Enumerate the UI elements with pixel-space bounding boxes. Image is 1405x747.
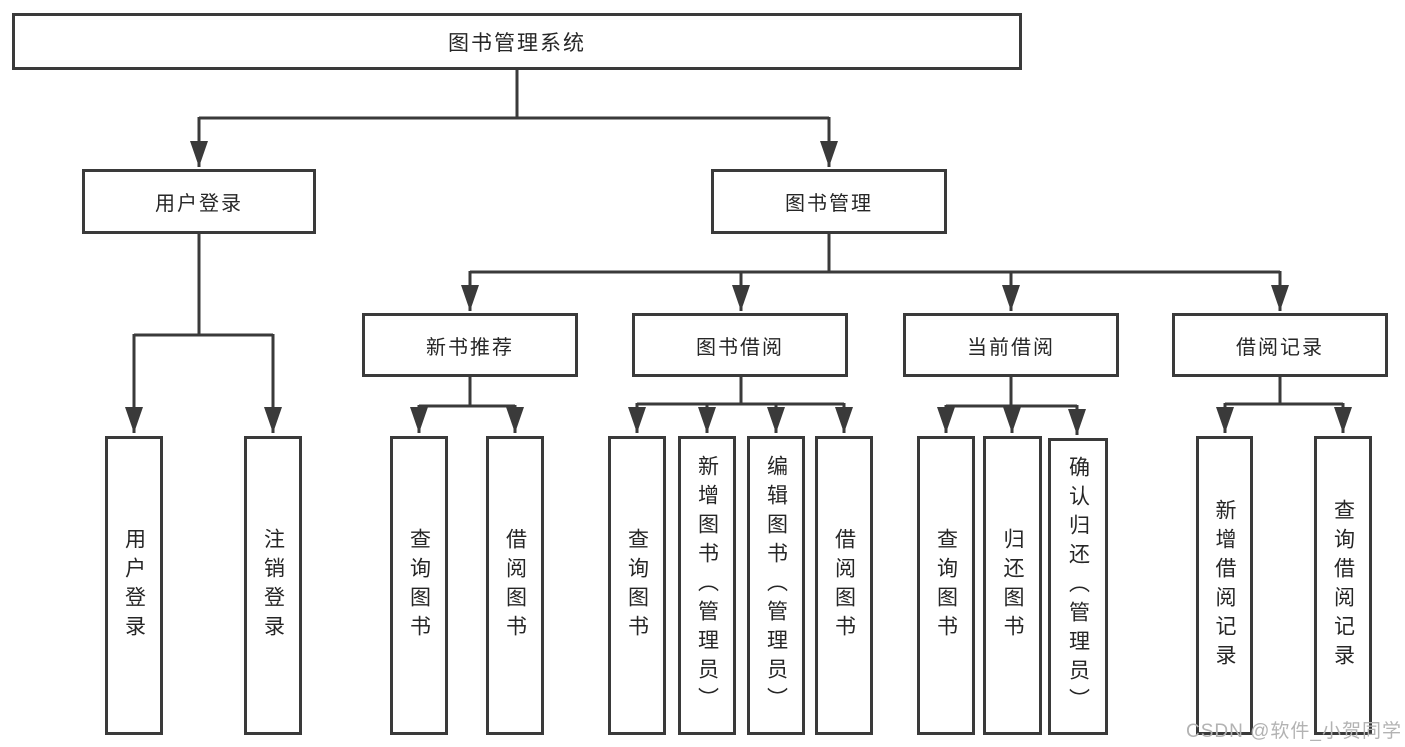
node-book-borrow-label: 图书借阅 — [696, 336, 784, 359]
leaf-edit-books-admin: 编辑图书（管理员） — [747, 436, 805, 735]
node-library-system: 图书管理系统 — [12, 13, 1022, 70]
leaf-borrow-books-2-label: 借阅图书 — [832, 527, 856, 644]
leaf-query-books-2-label: 查询图书 — [625, 527, 649, 644]
leaf-query-borrow-record: 查询借阅记录 — [1314, 436, 1372, 735]
node-new-book-recommend-label: 新书推荐 — [426, 336, 514, 359]
node-book-borrow: 图书借阅 — [632, 313, 848, 377]
node-user-login-label: 用户登录 — [155, 193, 243, 215]
node-user-login: 用户登录 — [82, 169, 316, 234]
leaf-query-books-3-label: 查询图书 — [934, 527, 958, 644]
leaf-query-books-1: 查询图书 — [390, 436, 448, 735]
leaf-return-books-label: 归还图书 — [1001, 527, 1024, 644]
leaf-return-books: 归还图书 — [983, 436, 1042, 735]
node-book-management: 图书管理 — [711, 169, 947, 234]
leaf-add-borrow-record: 新增借阅记录 — [1196, 436, 1253, 735]
csdn-watermark: CSDN @软件_小贺同学 — [1186, 721, 1402, 742]
node-current-borrow: 当前借阅 — [903, 313, 1119, 377]
leaf-confirm-return-admin: 确认归还（管理员） — [1048, 438, 1108, 735]
leaf-logout-login: 注销登录 — [244, 436, 302, 735]
leaf-edit-books-admin-label: 编辑图书（管理员） — [764, 455, 788, 716]
node-new-book-recommend: 新书推荐 — [362, 313, 578, 377]
leaf-add-borrow-record-label: 新增借阅记录 — [1213, 498, 1236, 673]
leaf-logout-login-label: 注销登录 — [261, 527, 285, 644]
leaf-query-books-1-label: 查询图书 — [407, 527, 431, 644]
leaf-user-login: 用户登录 — [105, 436, 163, 735]
leaf-query-books-2: 查询图书 — [608, 436, 666, 735]
node-book-management-label: 图书管理 — [785, 193, 873, 215]
leaf-user-login-label: 用户登录 — [122, 527, 146, 644]
leaf-confirm-return-admin-label: 确认归还（管理员） — [1066, 456, 1090, 717]
leaf-query-borrow-record-label: 查询借阅记录 — [1331, 498, 1355, 673]
leaf-borrow-books-1-label: 借阅图书 — [503, 527, 527, 644]
leaf-add-books-admin: 新增图书（管理员） — [678, 436, 736, 735]
leaf-borrow-books-1: 借阅图书 — [486, 436, 544, 735]
leaf-borrow-books-2: 借阅图书 — [815, 436, 873, 735]
node-borrow-record: 借阅记录 — [1172, 313, 1388, 377]
node-borrow-record-label: 借阅记录 — [1236, 336, 1324, 359]
node-library-system-label: 图书管理系统 — [448, 31, 586, 55]
leaf-query-books-3: 查询图书 — [917, 436, 975, 735]
leaf-add-books-admin-label: 新增图书（管理员） — [695, 455, 719, 716]
node-current-borrow-label: 当前借阅 — [967, 336, 1055, 359]
